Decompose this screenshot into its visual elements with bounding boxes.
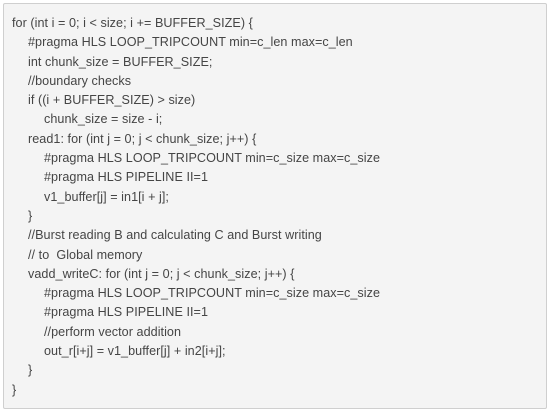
code-line: v1_buffer[j] = in1[i + j]; [44,189,169,204]
code-line: for (int i = 0; i < size; i += BUFFER_SI… [12,16,253,30]
code-line: vadd_writeC: for (int j = 0; j < chunk_s… [28,266,295,281]
code-block: for (int i = 0; i < size; i += BUFFER_SI… [3,3,547,409]
code-line: // to Global memory [28,247,143,262]
code-lines: for (int i = 0; i < size; i += BUFFER_SI… [4,14,546,400]
code-line: //boundary checks [28,73,132,88]
code-line: int chunk_size = BUFFER_SIZE; [28,54,213,69]
code-line: } [28,363,33,378]
code-line: //perform vector addition [44,324,182,339]
code-line: #pragma HLS PIPELINE II=1 [44,305,209,320]
code-line: #pragma HLS LOOP_TRIPCOUNT min=c_size ma… [44,151,381,166]
code-line: #pragma HLS PIPELINE II=1 [44,170,209,185]
code-line: chunk_size = size - i; [44,112,163,127]
code-line: } [12,382,17,397]
code-line: read1: for (int j = 0; j < chunk_size; j… [28,131,257,146]
code-line: } [28,208,33,223]
code-line: out_r[i+j] = v1_buffer[j] + in2[i+j]; [44,344,226,359]
code-line: #pragma HLS LOOP_TRIPCOUNT min=c_len max… [28,35,353,50]
code-line: if ((i + BUFFER_SIZE) > size) [28,93,196,108]
code-line: #pragma HLS LOOP_TRIPCOUNT min=c_size ma… [44,286,381,301]
code-line: //Burst reading B and calculating C and … [28,228,322,243]
